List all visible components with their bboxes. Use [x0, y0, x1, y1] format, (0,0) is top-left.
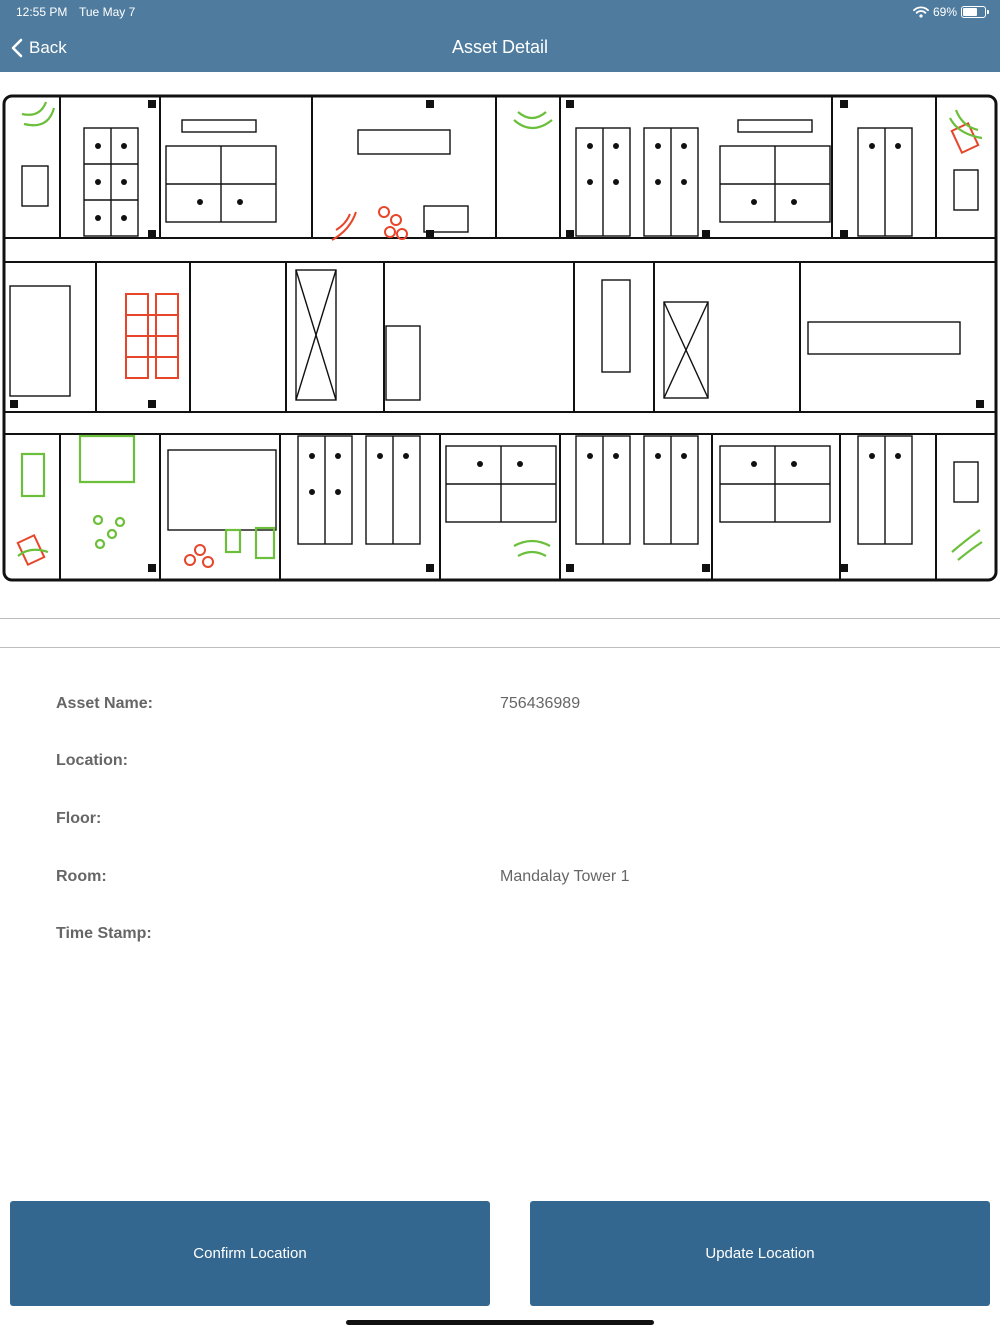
update-location-label: Update Location: [705, 1245, 815, 1262]
divider-top: [0, 618, 1000, 619]
chevron-left-icon: [11, 38, 23, 58]
timestamp-label: Time Stamp:: [56, 925, 152, 942]
wifi-icon: [913, 6, 929, 18]
home-indicator[interactable]: [346, 1320, 654, 1325]
navigation-bar: 12:55 PM Tue May 7 69% Back Asset Detail: [0, 0, 1000, 72]
confirm-location-label: Confirm Location: [193, 1245, 307, 1262]
battery-fill: [963, 8, 978, 16]
battery-icon: [961, 6, 989, 18]
asset-name-label: Asset Name:: [56, 695, 153, 712]
status-indicators: 69%: [913, 4, 989, 20]
status-time: 12:55 PM: [16, 5, 68, 19]
back-button[interactable]: Back: [10, 35, 67, 61]
room-value: Mandalay Tower 1: [500, 868, 630, 885]
back-label: Back: [29, 38, 67, 57]
room-label: Room:: [56, 868, 107, 885]
floor-plan-map[interactable]: [0, 90, 1000, 586]
confirm-location-button[interactable]: Confirm Location: [10, 1201, 490, 1306]
status-date: Tue May 7: [79, 5, 136, 19]
floor-label: Floor:: [56, 810, 102, 827]
update-location-button[interactable]: Update Location: [530, 1201, 990, 1306]
battery-percentage: 69%: [932, 5, 957, 19]
divider-bottom: [0, 647, 1000, 648]
location-label: Location:: [56, 752, 128, 769]
asset-name-value: 756436989: [500, 695, 581, 712]
page-title: Asset Detail: [451, 37, 549, 57]
